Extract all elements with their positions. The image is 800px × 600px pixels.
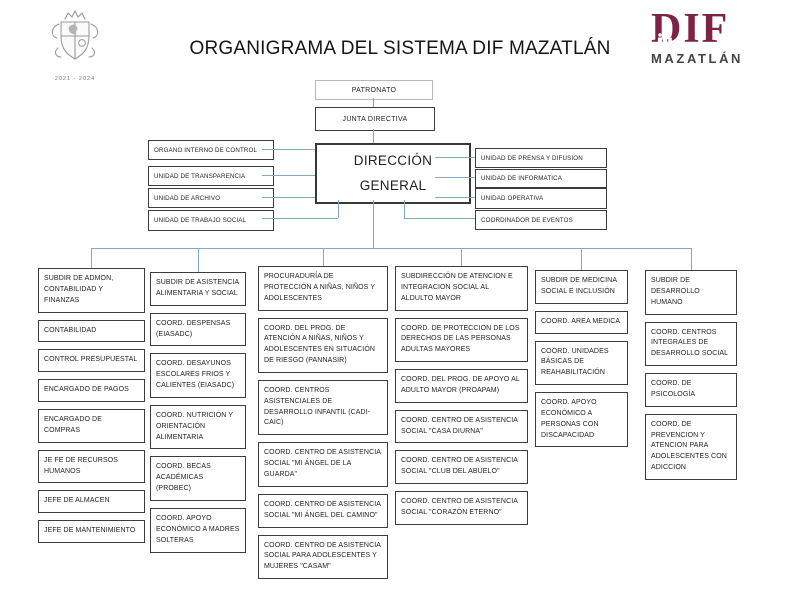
connector-line: [435, 177, 475, 178]
connector-line: [461, 248, 462, 266]
division-child-box: JEFE DE MANTENIMIENTO: [38, 520, 145, 544]
connector-line: [338, 200, 339, 218]
division-child-box: COORD. CENTROS INTEGRALES DE DESARROLLO …: [645, 321, 737, 367]
unit-box-left: ORGANO INTERNO DE CONTROL: [148, 140, 274, 160]
connector-line: [323, 248, 324, 266]
division-column: SUBDIR DE MEDICINA SOCIAL E INCLUSIÓN COO…: [535, 270, 628, 448]
division-child-box: ENCARGADO DE PAGOS: [38, 379, 145, 403]
connector-line: [262, 149, 315, 150]
unit-box-left: UNIDAD DE TRABAJO SOCIAL: [148, 210, 274, 231]
connector-line: [91, 248, 691, 249]
division-header-box: SUBDIRECCIÓN DE ATENCION E INTEGRACION S…: [395, 266, 528, 311]
unit-box-right: UNIDAD DE INFORMATICA: [475, 169, 607, 188]
connector-line: [404, 218, 475, 219]
municipal-crest-logo: 2021 - 2024: [44, 8, 106, 82]
connector-line: [435, 197, 475, 198]
division-child-box: COORD. APOYO ECONÓMICO A MADRES SOLTERAS: [150, 507, 246, 553]
division-child-box: COORD. CENTROS ASISTENCIALES DE DESARROL…: [258, 379, 388, 436]
unit-box-left: UNIDAD DE ARCHIVO: [148, 188, 274, 208]
connector-line: [404, 200, 405, 218]
dif-logo: DIF MAZATLÁN: [651, 8, 771, 66]
division-child-box: COORD. DESPENSAS (EIASADC): [150, 312, 246, 347]
division-child-box: COORD. CENTRO DE ASISTENCIA SOCIAL "CORA…: [395, 491, 528, 525]
direccion-general-box: DIRECCIÓN GENERAL: [315, 143, 471, 204]
connector-line: [435, 157, 475, 158]
division-column: SUBDIRECCIÓN DE ATENCION E INTEGRACION S…: [395, 266, 528, 525]
dif-logo-subtext: MAZATLÁN: [651, 51, 744, 66]
crest-icon: [51, 10, 99, 60]
division-header-box: SUBDIR DE ADMON, CONTABILIDAD Y FINANZAS: [38, 268, 145, 313]
division-child-box: COORD. CENTRO DE ASISTENCIA SOCIAL "MI Á…: [258, 493, 388, 528]
unit-box-right: COORDINADOR DE EVENTOS: [475, 210, 607, 230]
connector-line: [373, 98, 374, 107]
division-child-box: COORD. CENTRO DE ASISTENCIA SOCIAL "CLUB…: [395, 450, 528, 485]
connector-line: [262, 175, 315, 176]
division-child-box: COORD. UNIDADES BÁSICAS DE REAHABILITACI…: [535, 340, 628, 386]
unit-box-right: UNIDAD DE PRENSA Y DIFUSION: [475, 148, 607, 168]
division-child-box: COORD. CENTRO DE ASISTENCIA SOCIAL "CASA…: [395, 409, 528, 444]
connector-line: [373, 200, 374, 248]
dif-family-icon: [658, 32, 672, 45]
connector-line: [581, 248, 582, 270]
division-child-box: COORD. CENTRO DE ASISTENCIA SOCIAL PARA …: [258, 534, 388, 580]
division-child-box: COORD. BECAS ACADÉMICAS (PROBEC): [150, 456, 246, 501]
division-child-box: COORD. DE PSICOLOGÍA: [645, 373, 737, 407]
division-column: SUBDIR DE ADMON, CONTABILIDAD Y FINANZAS…: [38, 268, 145, 544]
page-title: ORGANIGRAMA DEL SISTEMA DIF MAZATLÁN: [189, 38, 611, 59]
division-header-box: SUBDIR DE ASISTENCIA ALIMENTARIA Y SOCIA…: [150, 272, 246, 306]
division-child-box: COORD. NUTRICIÓN Y ORIENTACIÓN ALIMENTAR…: [150, 404, 246, 450]
division-child-box: COORD. DE PROTECCION DE LOS DERECHOS DE …: [395, 317, 528, 363]
unit-box-left: UNIDAD DE TRANSPARENCIA: [148, 166, 274, 186]
division-child-box: COORD. DESAYUNOS ESCOLARES FRIOS Y CALIE…: [150, 353, 246, 398]
division-child-box: CONTROL PRESUPUESTAL: [38, 349, 145, 373]
connector-line: [262, 197, 315, 198]
unit-box-right: UNIDAD OPERATIVA: [475, 188, 607, 209]
division-child-box: COORD. DE PREVENCION Y ATENCION PARA ADO…: [645, 413, 737, 480]
division-column: SUBDIR DE DESARROLLO HUMANO COORD. CENTRO…: [645, 270, 737, 480]
division-child-box: CONTABILIDAD: [38, 319, 145, 343]
connector-line: [198, 248, 199, 272]
division-child-box: JE FE DE RECURSOS HUMANOS: [38, 449, 145, 484]
division-child-box: COORD. AREA MEDICA: [535, 310, 628, 334]
division-child-box: COORD. APOYO ECONÓMICO A PERSONAS CON DI…: [535, 392, 628, 448]
division-header-box: PROCURADURÍA DE PROTECCIÓN A NIÑAS, NIÑO…: [258, 266, 388, 311]
division-header-box: SUBDIR DE DESARROLLO HUMANO: [645, 270, 737, 315]
division-header-box: SUBDIR DE MEDICINA SOCIAL E INCLUSIÓN: [535, 270, 628, 304]
dif-logo-text: DIF: [651, 6, 730, 52]
connector-line: [262, 218, 338, 219]
division-child-box: COORD. CENTRO DE ASISTENCIA SOCIAL "MI Á…: [258, 442, 388, 487]
division-child-box: COORD. DEL PROG. DE ATENCIÓN A NIÑAS, NI…: [258, 317, 388, 373]
division-child-box: JEFE DE ALMACEN: [38, 490, 145, 514]
division-child-box: COORD. DEL PROG. DE APOYO AL ADULTO MAYO…: [395, 369, 528, 403]
patronato-box: PATRONATO: [315, 80, 433, 100]
junta-directiva-box: JUNTA DIRECTIVA: [315, 107, 435, 131]
division-column: SUBDIR DE ASISTENCIA ALIMENTARIA Y SOCIA…: [150, 272, 246, 553]
crest-term-caption: 2021 - 2024: [54, 76, 96, 82]
connector-line: [691, 248, 692, 270]
connector-line: [91, 248, 92, 268]
division-child-box: ENCARGADO DE COMPRAS: [38, 409, 145, 443]
division-column: PROCURADURÍA DE PROTECCIÓN A NIÑAS, NIÑO…: [258, 266, 388, 580]
connector-line: [373, 129, 374, 143]
